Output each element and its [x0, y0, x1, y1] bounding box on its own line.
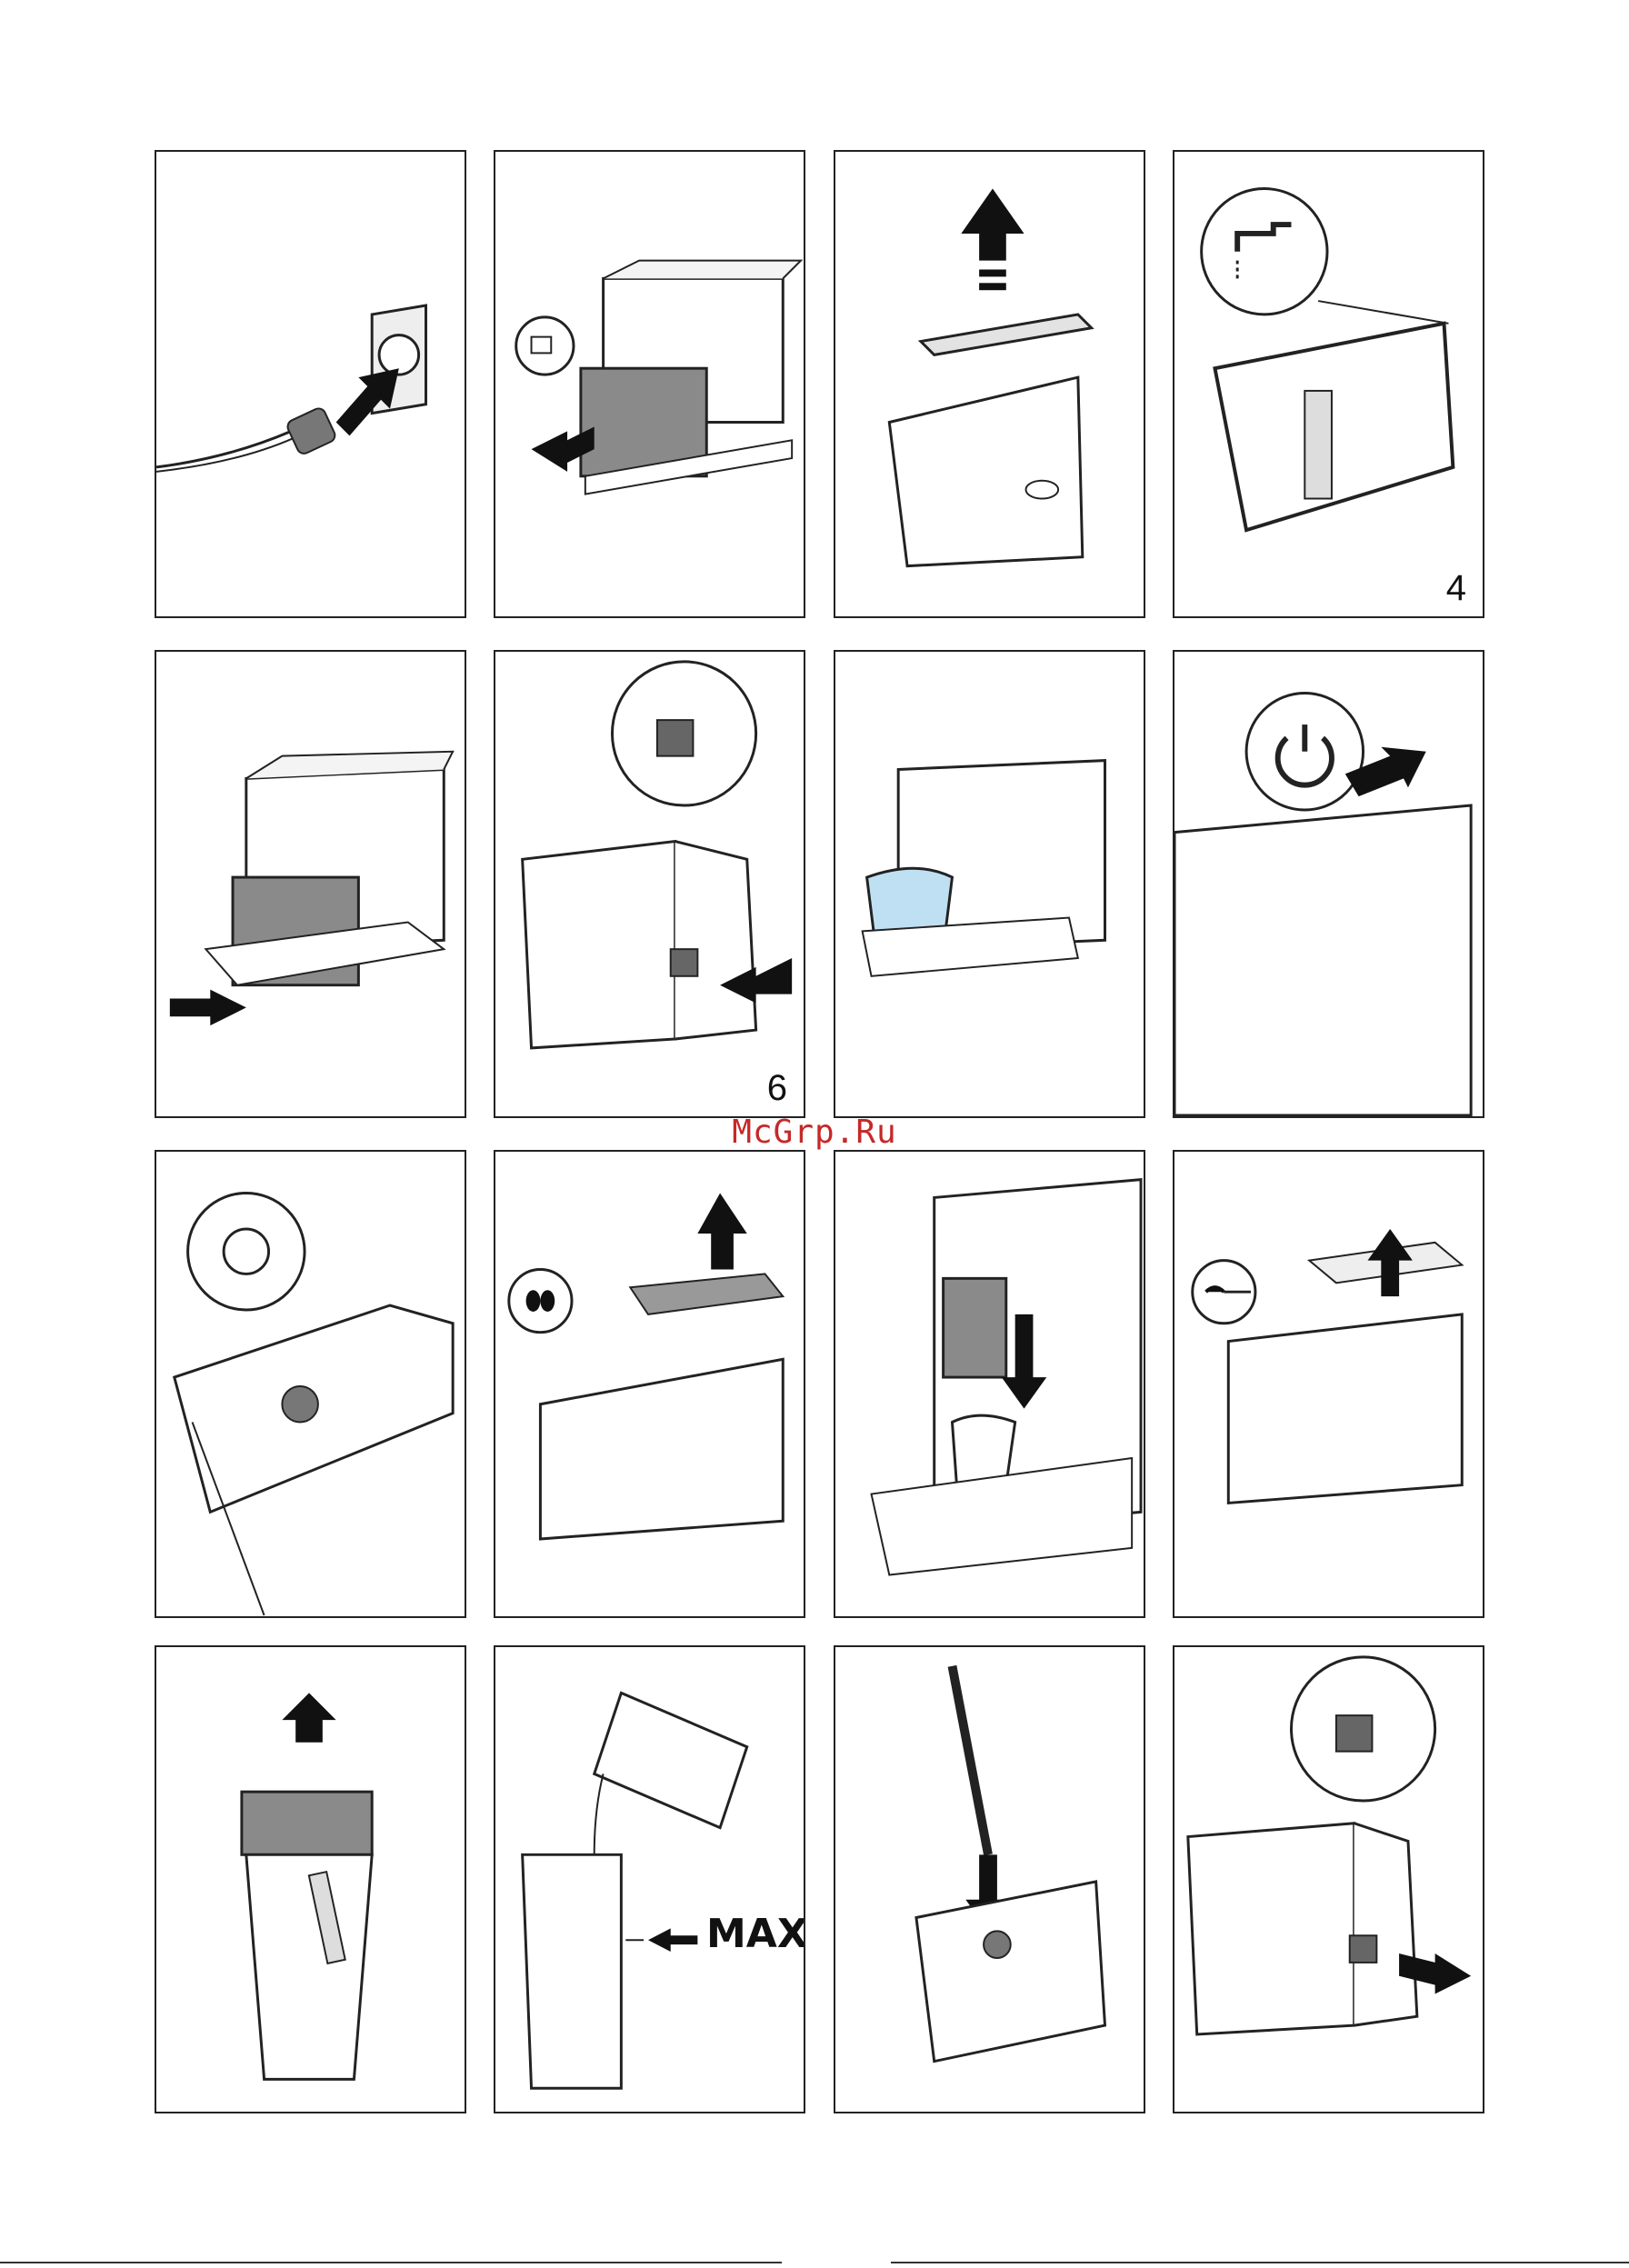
- panel-13-milk-container: [155, 1645, 466, 2113]
- footer-rule-right: [891, 2262, 1629, 2263]
- panel-5-insert-tank: [155, 650, 466, 1118]
- panel-16-remove-hot-water-spout: [1173, 1645, 1484, 2113]
- panel-9-grinder-adjustment: [155, 1150, 466, 1618]
- water-tank-icon: [516, 317, 574, 375]
- panel-2-remove-tank: [494, 150, 805, 618]
- milk-tube-illustration: [835, 1647, 1144, 2112]
- tap-water-icon: [1202, 189, 1327, 315]
- step-number: 4: [1446, 568, 1466, 609]
- pre-ground-funnel-illustration: [1174, 1152, 1483, 1616]
- fill-milk-illustration: [495, 1647, 804, 2112]
- cup-under-spout-illustration: [835, 652, 1144, 1116]
- panel-11-lower-spout: [834, 1150, 1145, 1618]
- bean-container-illustration: [495, 1152, 804, 1616]
- power-button-illustration: [1174, 652, 1483, 1116]
- fill-tank-illustration: [1174, 152, 1483, 616]
- footer-rule-left: [0, 2262, 782, 2263]
- remove-water-tank-illustration: [495, 152, 804, 616]
- panel-15-milk-tube: [834, 1645, 1145, 2113]
- panel-3-lift-lid: [834, 150, 1145, 618]
- max-label: MAX: [706, 1911, 805, 1957]
- panel-12-pre-ground-funnel: [1173, 1150, 1484, 1618]
- watermark: McGrp.Ru: [0, 1114, 1629, 1151]
- insert-water-tank-illustration: [156, 652, 465, 1116]
- grinder-adjustment-illustration: [156, 1152, 465, 1616]
- lower-spout-illustration: [835, 1152, 1144, 1616]
- remove-hot-water-spout-illustration: [1174, 1647, 1483, 2112]
- step-number: 6: [767, 1068, 787, 1109]
- hot-water-spout-illustration: [495, 652, 804, 1116]
- panel-7-cup-under-spout: [834, 650, 1145, 1118]
- plug-socket-illustration: [156, 152, 465, 616]
- milk-container-illustration: [156, 1647, 465, 2112]
- panel-6-insert-hot-water-spout: 6: [494, 650, 805, 1118]
- tank-lid-illustration: [835, 152, 1144, 616]
- panel-1-plug-in: [155, 150, 466, 618]
- panel-8-power-on: [1173, 650, 1484, 1118]
- panel-14-fill-milk-max: MAX: [494, 1645, 805, 2113]
- panel-10-bean-container-lid: [494, 1150, 805, 1618]
- panel-4-fill-water: 4: [1173, 150, 1484, 618]
